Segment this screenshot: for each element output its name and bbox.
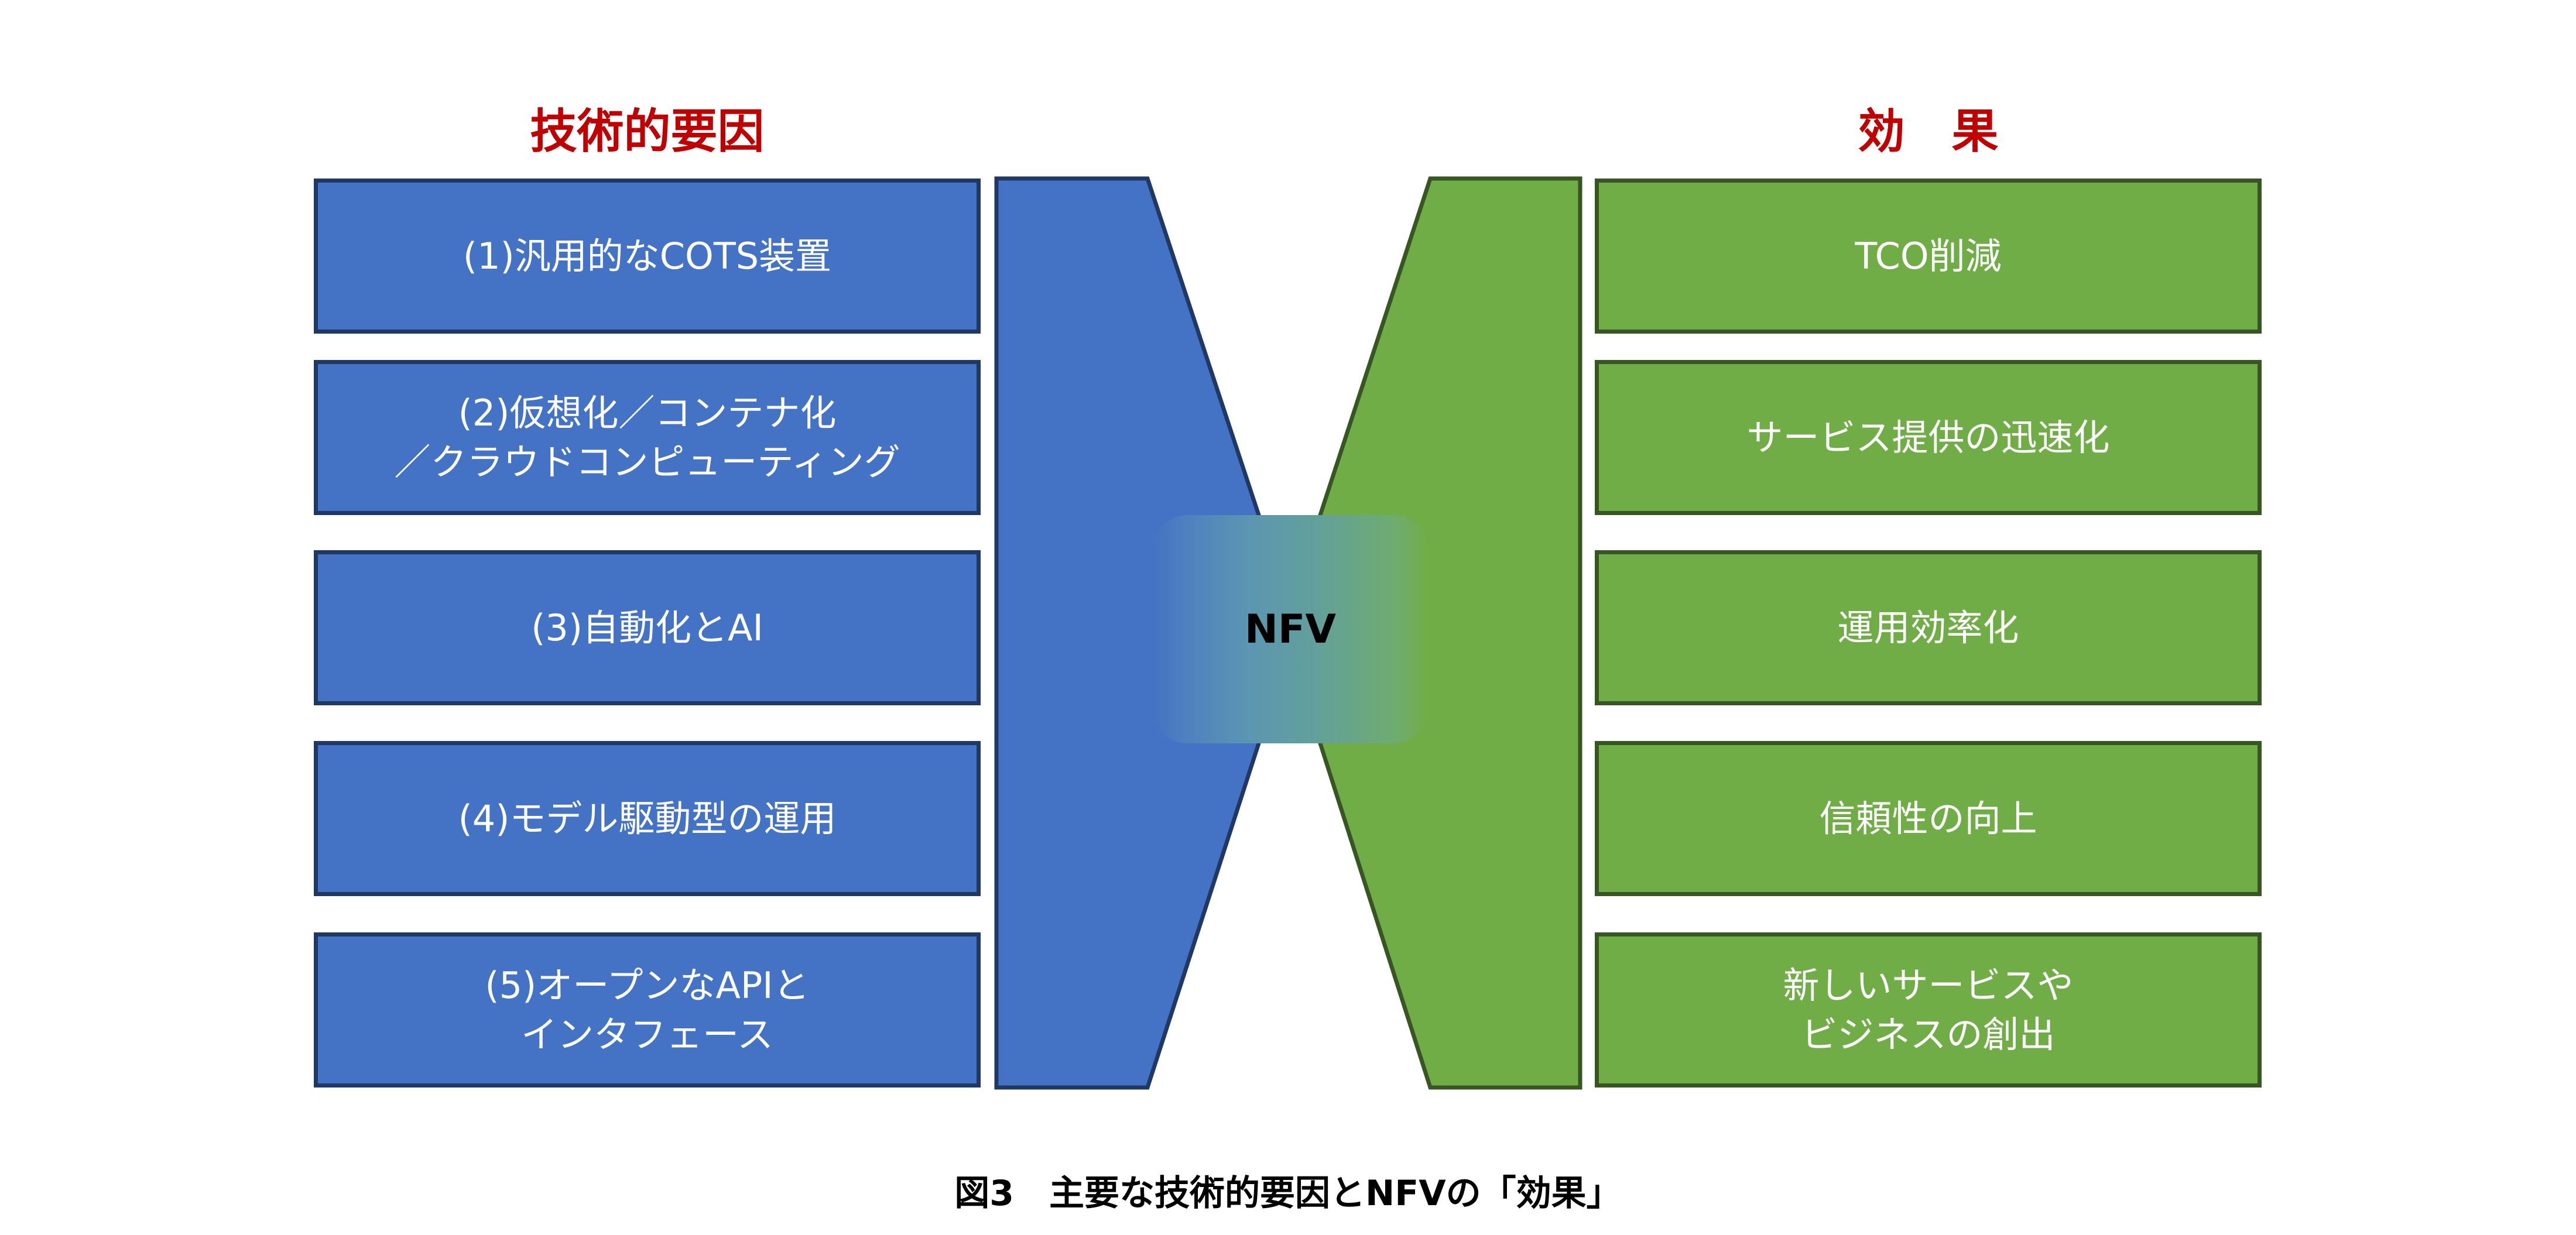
factor-box-1: (1)汎用的なCOTS装置 <box>314 179 981 334</box>
effects-heading: 効 果 <box>1858 104 1999 159</box>
factor-box-3: (3)自動化とAI <box>314 550 981 705</box>
effect-box-1: TCO削減 <box>1595 179 2262 334</box>
effect-box-5: 新しいサービスや ビジネスの創出 <box>1595 932 2262 1088</box>
figure-caption: 図3 主要な技術的要因とNFVの「効果」 <box>954 1173 1622 1214</box>
factor-box-5: (5)オープンなAPIと インタフェース <box>314 932 981 1088</box>
effect-box-3: 運用効率化 <box>1595 550 2262 705</box>
factors-funnel <box>994 176 1261 1090</box>
effect-box-2: サービス提供の迅速化 <box>1595 360 2262 515</box>
factor-box-2: (2)仮想化／コンテナ化 ／クラウドコンピューティング <box>314 360 981 515</box>
factor-box-4: (4)モデル駆動型の運用 <box>314 741 981 896</box>
factors-heading: 技術的要因 <box>530 104 765 159</box>
effect-box-4: 信頼性の向上 <box>1595 741 2262 896</box>
effects-funnel <box>1318 176 1582 1090</box>
nfv-center-label: NFV <box>1152 515 1429 743</box>
